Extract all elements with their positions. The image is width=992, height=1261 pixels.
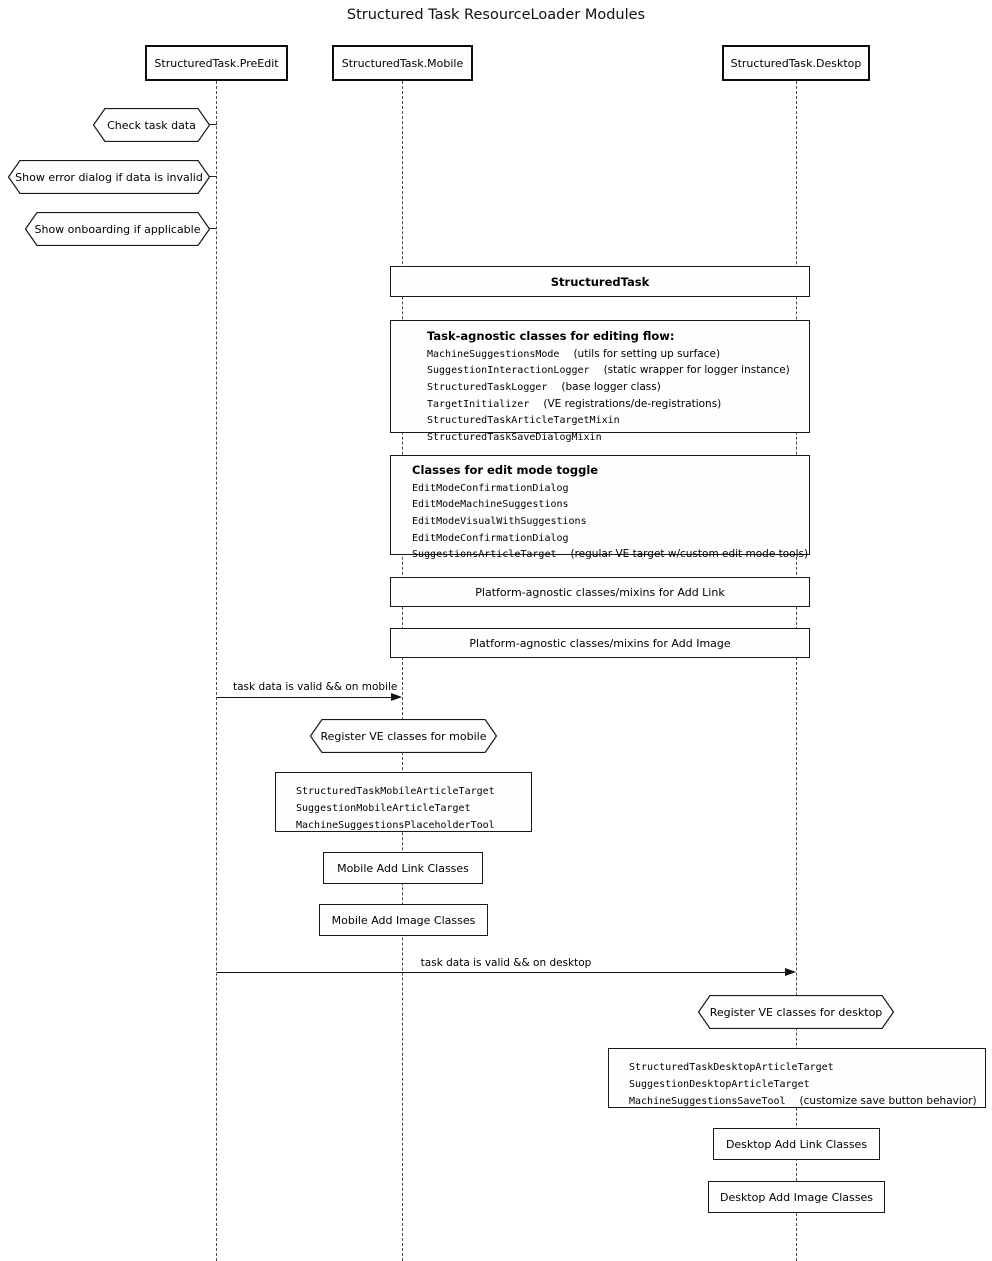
hexnote-label: Register VE classes for desktop [709,1005,883,1019]
hexagon-shape-icon [93,108,210,142]
hexnote-label: Show error dialog if data is invalid [15,170,203,184]
participant-mobile: StructuredTask.Mobile [332,45,473,81]
note-editing-flow-classes: Task-agnostic classes for editing flow: … [390,320,810,443]
hexnote-show-onboarding: Show onboarding if applicable [25,212,210,246]
class-name: EditModeConfirmationDialog [412,482,569,494]
class-name: EditModeVisualWithSuggestions [412,515,587,527]
note-mobile-classes: StructuredTaskMobileArticleTarget Sugges… [275,772,532,832]
class-name: MachineSuggestionsSaveTool [629,1096,786,1107]
hexnote-label: Check task data [107,118,196,132]
class-entry: SuggestionMobileArticleTarget [296,799,531,816]
diagram-title: Structured Task ResourceLoader Modules [346,7,646,23]
class-entry: TargetInitializer (VE registrations/de-re… [427,395,809,412]
class-entry: MachineSuggestionsPlaceholderTool [296,816,531,833]
hexnote-tick [208,176,217,177]
class-entry: SuggestionDesktopArticleTarget [629,1075,985,1092]
note-desktop-add-image: Desktop Add Image Classes [708,1181,885,1213]
class-entry: StructuredTaskDesktopArticleTarget [629,1058,985,1075]
class-name: StructuredTaskLogger [427,381,548,393]
note-platform-add-image: Platform-agnostic classes/mixins for Add… [390,628,810,658]
participant-preedit: StructuredTask.PreEdit [145,45,288,81]
note-mobile-add-link: Mobile Add Link Classes [323,852,483,884]
class-desc: (static wrapper for logger instance) [603,364,790,377]
hexnote-show-error-dialog: Show error dialog if data is invalid [8,160,210,194]
class-entry: StructuredTaskMobileArticleTarget [296,782,531,799]
hexagon-shape-icon [25,212,210,246]
class-entry: SuggestionInteractionLogger (static wrapp… [427,361,809,378]
arrowhead-icon [391,693,402,701]
class-name: StructuredTaskArticleTargetMixin [427,415,620,427]
hexagon-shape-icon [698,995,894,1029]
class-entry: EditModeConfirmationDialog [412,479,809,496]
class-entry: EditModeMachineSuggestions [412,495,809,512]
class-name: StructuredTaskSaveDialogMixin [427,432,602,444]
class-entry: MachineSuggestionsMode (utils for setting… [427,345,809,362]
note-heading: Classes for edit mode toggle [412,463,599,477]
class-name: StructuredTaskMobileArticleTarget [296,786,495,797]
class-entry: StructuredTaskLogger (base logger class) [427,378,809,395]
arrow-label-desktop: task data is valid && on desktop [420,957,592,969]
class-name: SuggestionMobileArticleTarget [296,803,471,814]
note-desktop-add-link: Desktop Add Link Classes [713,1128,880,1160]
arrow-to-desktop [217,972,786,973]
class-desc: (base logger class) [561,380,661,393]
arrowhead-icon [785,968,796,976]
class-entry: EditModeConfirmationDialog [412,529,809,546]
class-desc: (customize save button behavior) [799,1095,977,1107]
hexnote-label: Show onboarding if applicable [34,222,201,236]
class-entry: SuggestionsArticleTarget (regular VE targ… [412,545,809,562]
class-name: SuggestionInteractionLogger [427,365,590,377]
class-name: MachineSuggestionsMode [427,348,560,360]
hexnote-tick [208,228,217,229]
hexagon-shape-icon [8,160,210,194]
note-structuredtask: StructuredTask [390,266,810,297]
hexnote-label: Register VE classes for mobile [320,729,487,743]
arrow-label-mobile: task data is valid && on mobile [233,681,398,693]
hexnote-check-task-data: Check task data [93,108,210,142]
note-heading: Task-agnostic classes for editing flow: [427,329,675,343]
participant-desktop: StructuredTask.Desktop [722,45,870,81]
arrow-to-mobile [217,697,392,698]
class-desc: (VE registrations/de-registrations) [543,397,722,410]
class-name: MachineSuggestionsPlaceholderTool [296,820,495,831]
class-name: EditModeMachineSuggestions [412,499,569,511]
class-name: TargetInitializer [427,398,530,410]
class-entry: StructuredTaskArticleTargetMixin [427,411,809,428]
hexagon-shape-icon [310,719,497,753]
note-mobile-add-image: Mobile Add Image Classes [319,904,488,936]
class-name: EditModeConfirmationDialog [412,532,569,544]
class-entry: MachineSuggestionsSaveTool (customize sav… [629,1092,985,1109]
note-edit-mode-toggle-classes: Classes for edit mode toggle EditModeCon… [390,455,810,560]
class-desc: (regular VE target w/custom edit mode to… [570,548,809,561]
lifeline-preedit [216,81,217,1261]
hexnote-tick [208,124,217,125]
class-name: SuggestionDesktopArticleTarget [629,1079,810,1090]
class-name: StructuredTaskDesktopArticleTarget [629,1062,834,1073]
note-platform-add-link: Platform-agnostic classes/mixins for Add… [390,577,810,607]
note-desktop-classes: StructuredTaskDesktopArticleTarget Sugge… [608,1048,986,1108]
lifeline-desktop [796,81,797,1261]
class-name: SuggestionsArticleTarget [412,549,557,561]
class-entry: StructuredTaskSaveDialogMixin [427,428,809,445]
class-entry: EditModeVisualWithSuggestions [412,512,809,529]
lifeline-mobile [402,81,403,1261]
class-desc: (utils for setting up surface) [573,347,721,360]
hexnote-register-ve-mobile: Register VE classes for mobile [310,719,497,753]
hexnote-register-ve-desktop: Register VE classes for desktop [698,995,894,1029]
